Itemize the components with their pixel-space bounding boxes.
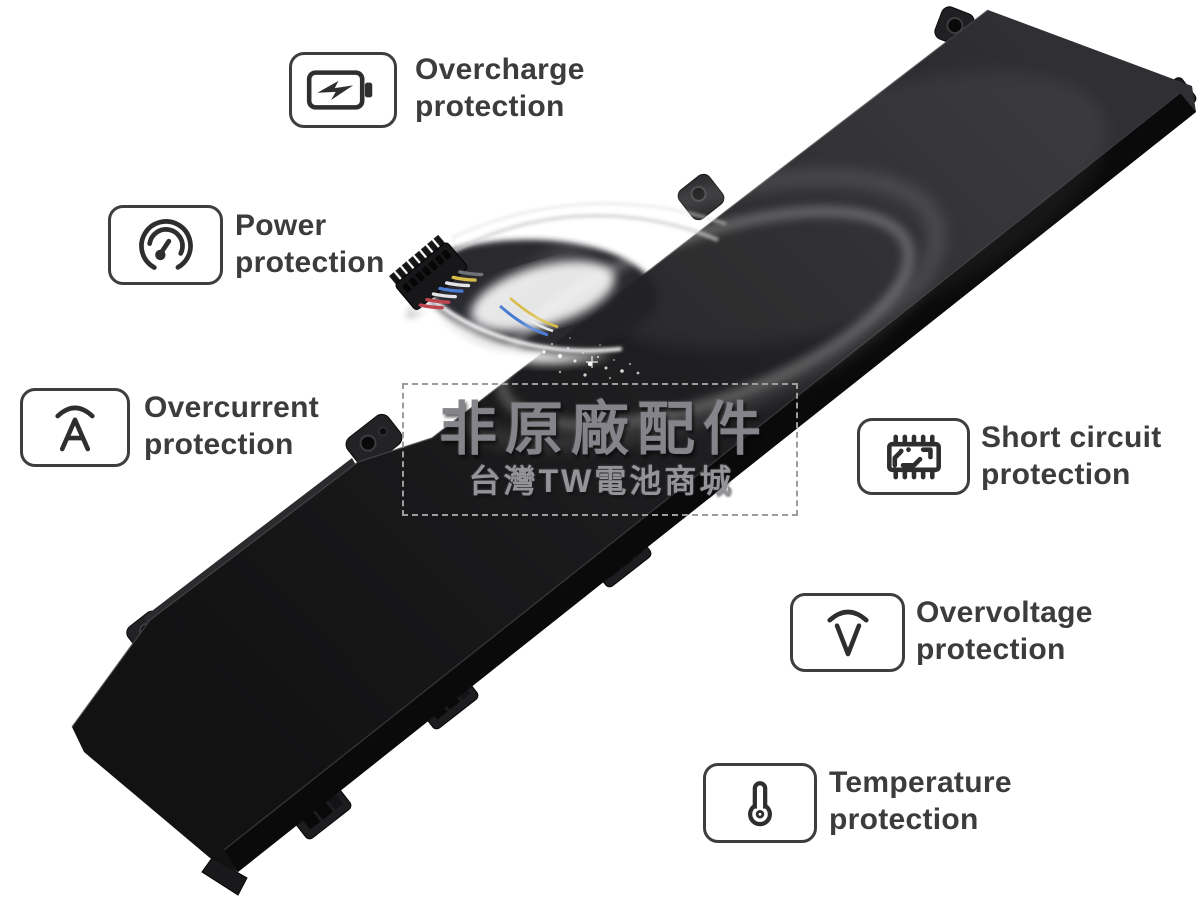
feature-line2: protection — [235, 246, 385, 279]
overcharge-icon-box — [289, 52, 397, 128]
feature-line1: Short circuit — [981, 421, 1162, 454]
feature-label: Overcharge protection — [415, 51, 585, 125]
feature-line1: Overcurrent — [144, 391, 320, 424]
power-icon-box — [108, 205, 223, 285]
power-gauge-icon — [138, 219, 193, 273]
battery-charge-icon — [306, 70, 373, 110]
temperature-thermometer-icon — [748, 781, 772, 827]
connector-wires — [418, 270, 484, 310]
cable-connector — [388, 234, 484, 310]
feature-label: Temperature protection — [829, 764, 1012, 838]
feature-label: Power protection — [235, 207, 385, 281]
feature-line2: protection — [415, 90, 565, 123]
battery-foot — [201, 857, 248, 896]
overcurrent-ampere-icon — [55, 405, 95, 451]
overvoltage-icon-box — [790, 593, 905, 672]
feature-line2: protection — [916, 633, 1066, 666]
cable-swirl — [405, 171, 943, 449]
feature-line1: Power — [235, 209, 327, 242]
mounting-lug-middle — [345, 413, 403, 469]
feature-line1: Overvoltage — [916, 596, 1093, 629]
overvoltage-icon — [826, 609, 869, 656]
feature-label: Overvoltage protection — [916, 594, 1093, 668]
feature-label: Short circuit protection — [981, 419, 1162, 493]
feature-label: Overcurrent protection — [144, 389, 319, 463]
sparkles — [542, 337, 640, 380]
temperature-icon-box — [703, 763, 817, 843]
short-circuit-icon-box — [857, 418, 970, 495]
overcurrent-icon-box — [20, 388, 130, 467]
feature-line2: protection — [981, 458, 1131, 491]
feature-line2: protection — [829, 803, 979, 836]
feature-line2: protection — [144, 428, 294, 461]
feature-line1: Temperature — [829, 766, 1012, 799]
short-circuit-chip-icon — [886, 434, 941, 479]
feature-line1: Overcharge — [415, 53, 585, 86]
battery-edge-band — [224, 93, 1196, 872]
